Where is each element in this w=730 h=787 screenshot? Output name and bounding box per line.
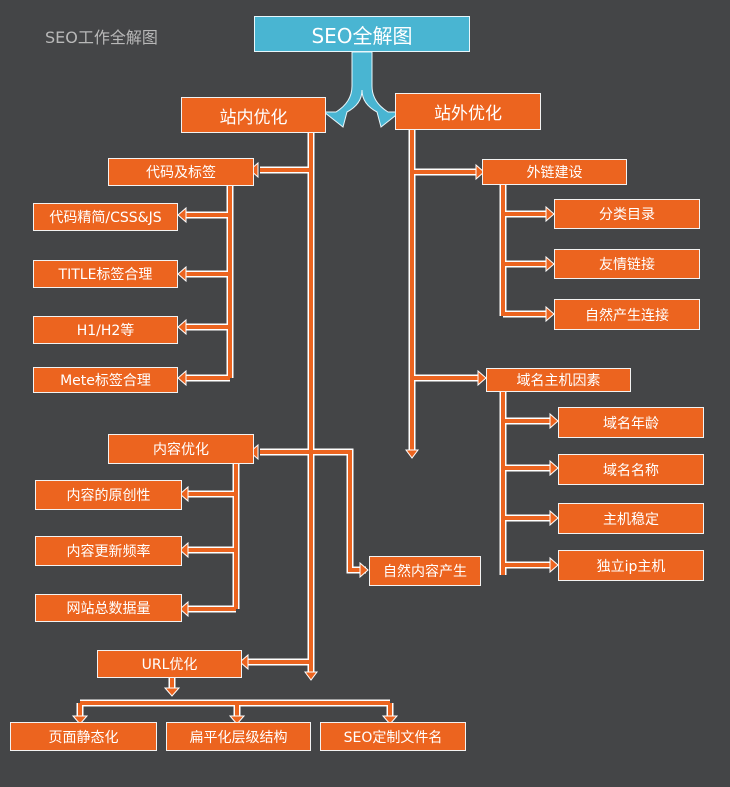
code-item-minify: 代码精简/CSS&JS	[33, 203, 178, 231]
code-item-meta-tag: Mete标签合理	[33, 367, 178, 393]
content-item-originality: 内容的原创性	[35, 480, 182, 510]
domain-item-dedicated-ip: 独立ip主机	[558, 550, 704, 581]
code-item-h-tags: H1/H2等	[33, 316, 178, 344]
links-item-friend: 友情链接	[554, 249, 700, 279]
diagram-caption: SEO工作全解图	[45, 28, 158, 47]
arrowheads	[71, 161, 559, 725]
natural-content-node: 自然内容产生	[369, 556, 481, 586]
code-item-title-tag: TITLE标签合理	[33, 260, 178, 288]
content-node: 内容优化	[108, 434, 254, 464]
root-split-arrow	[322, 51, 402, 128]
onpage-node: 站内优化	[181, 97, 326, 133]
offpage-node: 站外优化	[395, 93, 541, 130]
url-item-filename: SEO定制文件名	[320, 722, 466, 751]
domain-item-age: 域名年龄	[558, 407, 704, 438]
content-item-frequency: 内容更新频率	[35, 536, 182, 566]
domain-item-stable-host: 主机稳定	[558, 503, 704, 534]
links-item-directory: 分类目录	[554, 199, 700, 229]
url-item-flat: 扁平化层级结构	[166, 722, 311, 751]
domain-node: 域名主机因素	[486, 368, 631, 392]
code-tags-node: 代码及标签	[108, 158, 254, 186]
domain-item-name: 域名名称	[558, 454, 704, 485]
connector-fill	[78, 130, 554, 720]
url-node: URL优化	[97, 650, 242, 678]
content-item-volume: 网站总数据量	[35, 594, 182, 622]
url-item-static: 页面静态化	[10, 722, 157, 751]
root-node: SEO全解图	[254, 16, 470, 52]
links-item-natural: 自然产生连接	[554, 299, 700, 330]
links-node: 外链建设	[482, 159, 627, 185]
